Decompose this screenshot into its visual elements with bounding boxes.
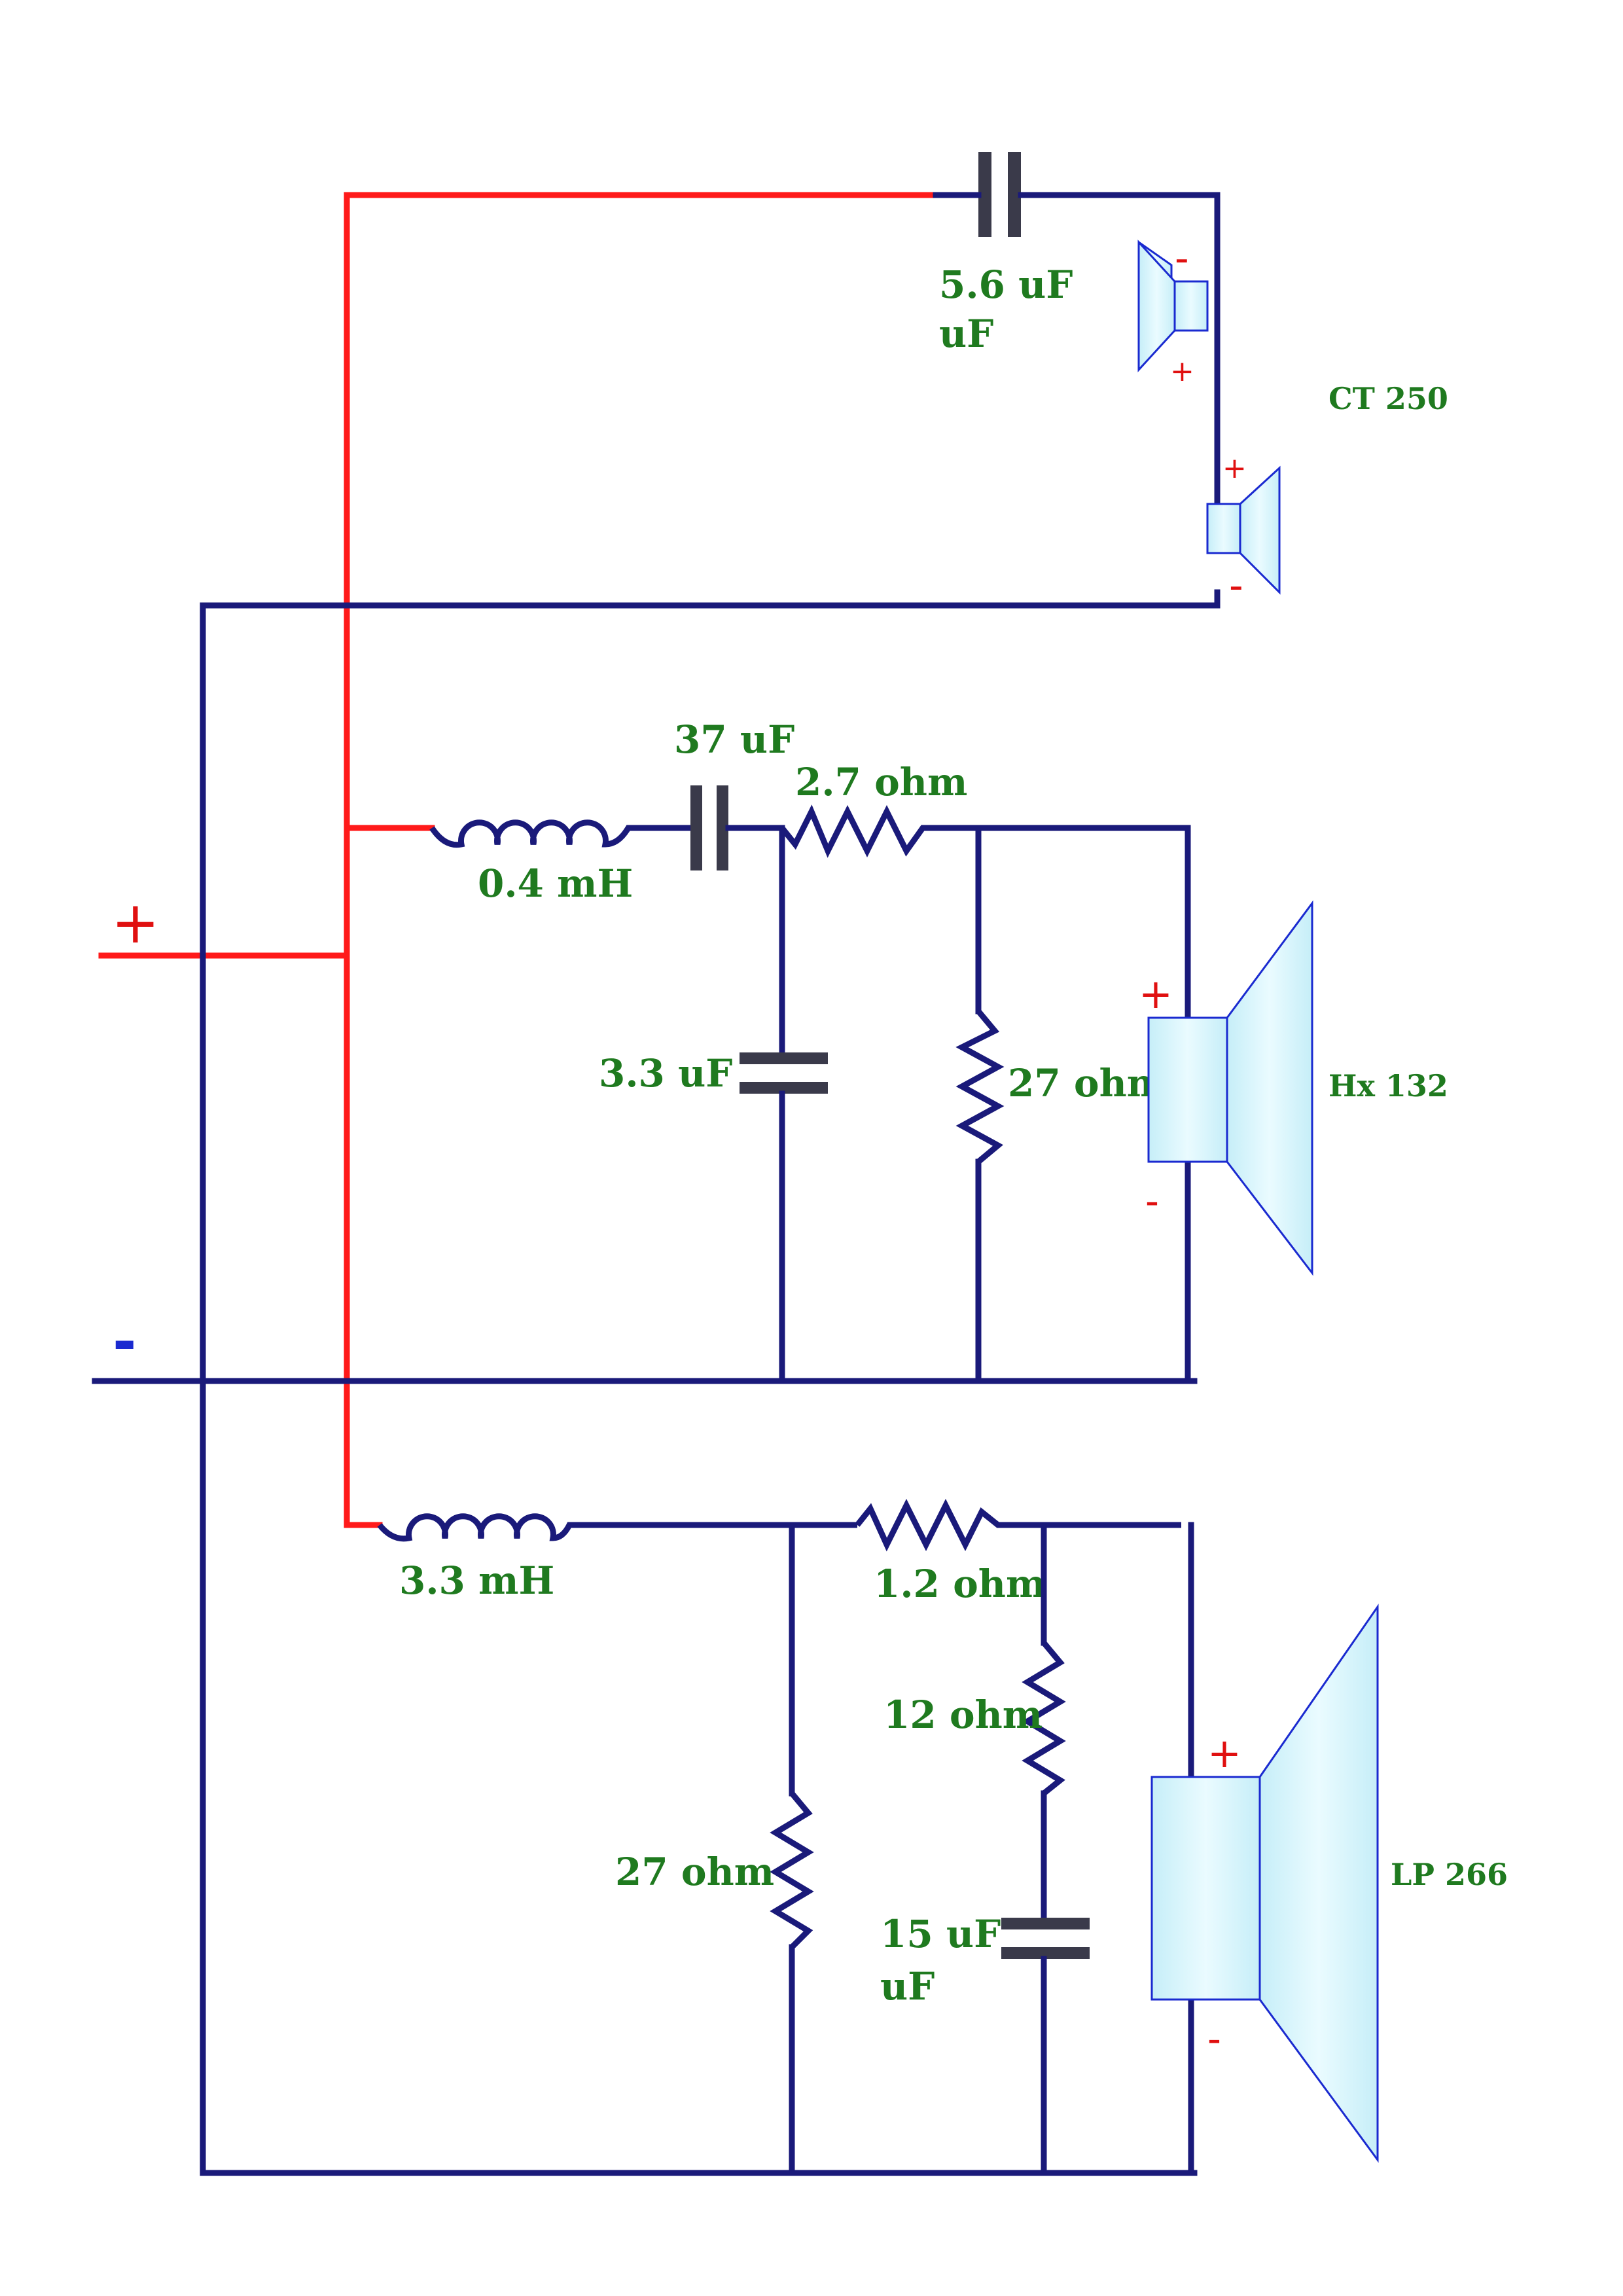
negative-rail (92, 589, 1221, 2176)
woofer-shunt-res-value: 27 ohm (615, 1850, 774, 1894)
woofer-driver (1150, 1604, 1379, 2163)
midrange-branch: 0.4 mH 37 uF 2.7 ohm 3.3 uF 27 ohm (429, 717, 1448, 1384)
tweeter-upper-plus: + (1170, 355, 1194, 388)
woofer-zobel-resistor (1022, 1522, 1066, 1924)
midrange-series-resistor (779, 804, 1191, 858)
woofer-zobel-cap-value: 15 uF (880, 1912, 1001, 1956)
midrange-shunt-res-value: 27 ohm (1008, 1061, 1167, 1105)
woofer-zobel-res-value: 12 ohm (883, 1693, 1043, 1737)
woofer-series-resistor (855, 1498, 1181, 1552)
tweeter-capacitor (933, 152, 1070, 237)
tweeter-driver-lower (1206, 465, 1281, 595)
input-positive-mark: + (111, 889, 160, 956)
woofer-plus: + (1207, 1729, 1241, 1777)
tweeter-name: CT 250 (1329, 381, 1448, 416)
tweeter-branch: 5.6 uF uF - + + - CT 250 (933, 152, 1448, 609)
woofer-zobel-capacitor (1001, 1918, 1090, 2176)
woofer-zobel-cap-value-unit: uF (880, 1964, 935, 2009)
midrange-plus: + (1139, 970, 1173, 1018)
midrange-series-capacitor (664, 785, 785, 870)
woofer-inductor-value: 3.3 mH (399, 1558, 554, 1603)
midrange-series-cap-value: 37 uF (674, 717, 794, 762)
midrange-inductor (429, 819, 668, 848)
woofer-minus: - (1207, 2017, 1221, 2061)
tweeter-cap-value: 5.6 uF (939, 262, 1073, 307)
midrange-minus: - (1145, 1179, 1159, 1223)
woofer-branch: 3.3 mH 1.2 ohm 27 ohm 12 ohm 15 uF uF (377, 1498, 1508, 2176)
midrange-name: Hx 132 (1329, 1068, 1448, 1103)
tweeter-cap-value-unit: uF (939, 312, 993, 356)
woofer-inductor (377, 1513, 857, 1542)
midrange-inductor-value: 0.4 mH (478, 861, 633, 906)
tweeter-upper-minus: - (1175, 236, 1189, 281)
input-negative-mark: - (113, 1308, 137, 1375)
midrange-series-res-value: 2.7 ohm (795, 760, 967, 804)
midrange-shunt-resistor (955, 825, 1005, 1384)
tweeter-lower-plus: + (1222, 452, 1247, 485)
positive-rail (98, 192, 939, 1528)
midrange-shunt-capacitor (740, 825, 828, 1384)
midrange-driver (1147, 900, 1313, 1276)
tweeter-lower-minus: - (1229, 563, 1243, 609)
midrange-shunt-cap-value: 3.3 uF (599, 1051, 732, 1096)
woofer-shunt-resistor (770, 1522, 814, 2176)
woofer-name: LP 266 (1391, 1857, 1508, 1892)
woofer-series-res-value: 1.2 ohm (874, 1562, 1046, 1606)
tweeter-driver-upper (1137, 240, 1209, 372)
